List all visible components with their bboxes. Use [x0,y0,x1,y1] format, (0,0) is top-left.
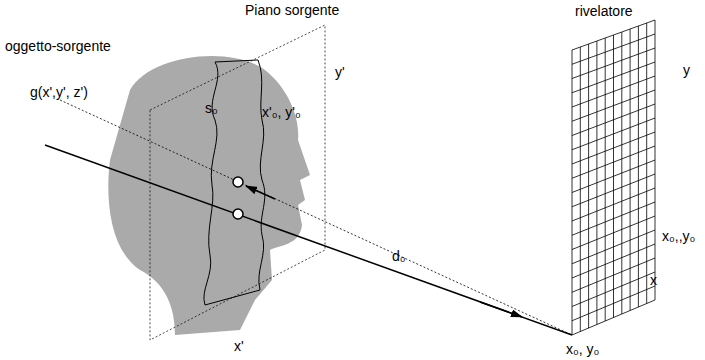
function-label: g(x',y', z') [30,84,88,100]
axis-label: x [650,272,657,288]
axis-label: y [683,62,690,78]
axis-label: x' [234,338,244,354]
point-marker [233,177,243,187]
source-plane [150,25,325,340]
arrow-head-left [246,186,275,199]
distance-line [45,145,572,335]
plane-title: Piano sorgente [245,2,339,18]
head-silhouette [108,56,310,335]
object-title: oggetto-sorgente [5,38,111,54]
arrow-head-right [480,302,522,317]
coordinate-label: x₀,,y₀ [662,228,695,244]
detector-grid [572,20,655,335]
coordinate-label: x₀, y₀ [566,341,599,357]
axis-label: y' [335,64,345,80]
point-label: s₀ [205,100,218,116]
distance-label: d₀ [392,248,406,264]
point-label: x'₀, y'₀ [262,104,301,120]
point-marker [233,209,243,219]
detector-title: rivelatore [575,3,633,19]
dotted-ray [60,100,572,335]
head-contour [204,60,265,305]
